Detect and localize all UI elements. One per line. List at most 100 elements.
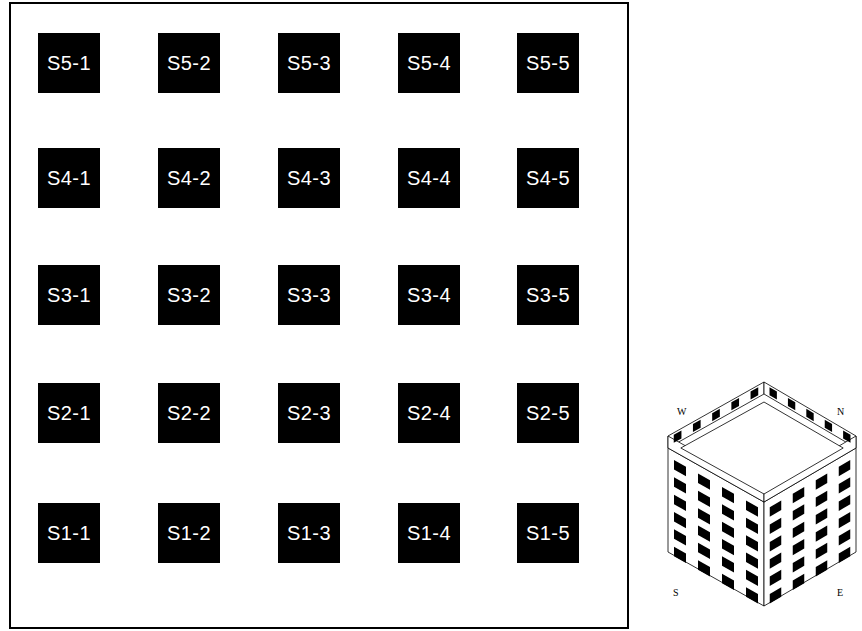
sample-label: S3-1 (47, 284, 91, 307)
sample-square: S5-4 (398, 33, 460, 93)
sample-label: S2-1 (47, 402, 91, 425)
sample-label: S2-2 (167, 402, 211, 425)
window (722, 504, 734, 520)
window (674, 547, 686, 563)
parapet-mark (770, 387, 777, 399)
window (722, 522, 734, 538)
sample-label: S5-4 (407, 52, 451, 75)
window (770, 535, 782, 551)
window (793, 539, 805, 555)
sample-square: S2-3 (278, 383, 340, 443)
sample-label: S3-2 (167, 284, 211, 307)
sample-label: S1-5 (526, 522, 570, 545)
sample-square: S5-2 (158, 33, 220, 93)
sample-label: S5-5 (526, 52, 570, 75)
window (674, 529, 686, 545)
parapet-mark (825, 420, 832, 432)
window (839, 547, 851, 563)
window (816, 473, 828, 489)
sample-square: S2-5 (517, 383, 579, 443)
window (793, 504, 805, 520)
parapet-mark (843, 430, 850, 442)
window (722, 574, 734, 590)
sample-label: S2-3 (287, 402, 331, 425)
compass-label: E (836, 588, 844, 598)
window (770, 552, 782, 568)
window (839, 512, 851, 528)
sample-square: S5-1 (38, 33, 100, 93)
sample-square: S5-5 (517, 33, 579, 93)
window (816, 560, 828, 576)
window (770, 500, 782, 516)
parapet-mark (693, 420, 701, 432)
sample-label: S4-4 (407, 167, 451, 190)
window (722, 539, 734, 555)
sample-square: S3-1 (38, 265, 100, 325)
sample-square: S1-3 (278, 503, 340, 563)
compass-label: W (676, 407, 687, 417)
window (839, 495, 851, 511)
window (698, 491, 710, 507)
sample-square: S5-3 (278, 33, 340, 93)
window (698, 473, 710, 489)
roof (681, 402, 843, 494)
sample-label: S1-2 (167, 522, 211, 545)
sample-label: S3-5 (526, 284, 570, 307)
sample-square: S1-4 (398, 503, 460, 563)
sample-square: S4-2 (158, 148, 220, 208)
sample-square: S1-2 (158, 503, 220, 563)
building-sketch (668, 382, 856, 606)
parapet-mark (751, 387, 759, 399)
window (746, 587, 758, 603)
window (674, 495, 686, 511)
window (674, 512, 686, 528)
sample-label: S4-3 (287, 167, 331, 190)
window (746, 535, 758, 551)
window (816, 491, 828, 507)
sample-label: S3-4 (407, 284, 451, 307)
window (746, 518, 758, 534)
sample-square: S3-2 (158, 265, 220, 325)
sample-square: S4-5 (517, 148, 579, 208)
window (674, 477, 686, 493)
sample-label: S1-1 (47, 522, 91, 545)
window (770, 587, 782, 603)
sample-label: S4-2 (167, 167, 211, 190)
parapet-mark (674, 430, 682, 442)
window (816, 543, 828, 559)
sample-square: S1-1 (38, 503, 100, 563)
sample-square: S1-5 (517, 503, 579, 563)
sample-square: S4-1 (38, 148, 100, 208)
window (746, 552, 758, 568)
sample-square: S3-5 (517, 265, 579, 325)
window (698, 560, 710, 576)
sample-label: S3-3 (287, 284, 331, 307)
window (839, 529, 851, 545)
window (816, 508, 828, 524)
sample-label: S2-4 (407, 402, 451, 425)
window (698, 525, 710, 541)
sample-square: S4-3 (278, 148, 340, 208)
window (746, 500, 758, 516)
compass-label: N (836, 407, 845, 417)
sample-label: S2-5 (526, 402, 570, 425)
window (793, 574, 805, 590)
sample-label: S5-1 (47, 52, 91, 75)
window (839, 477, 851, 493)
sample-label: S1-4 (407, 522, 451, 545)
window (770, 518, 782, 534)
sample-square: S2-1 (38, 383, 100, 443)
window (793, 556, 805, 572)
sample-square: S2-2 (158, 383, 220, 443)
window (698, 508, 710, 524)
window (770, 570, 782, 586)
sample-square: S2-4 (398, 383, 460, 443)
sample-square: S3-3 (278, 265, 340, 325)
parapet-mark (712, 409, 720, 421)
parapet-mark (806, 409, 813, 421)
sample-square: S4-4 (398, 148, 460, 208)
sample-label: S5-2 (167, 52, 211, 75)
compass-label: S (672, 588, 680, 598)
window (746, 570, 758, 586)
window (698, 543, 710, 559)
